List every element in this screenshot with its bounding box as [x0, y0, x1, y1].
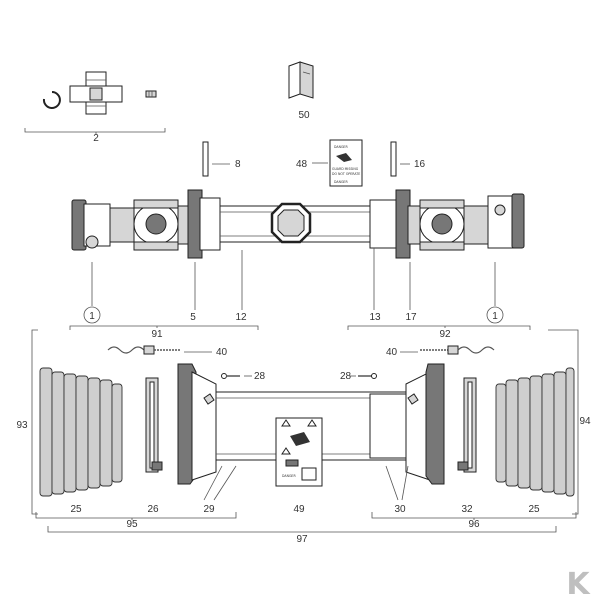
- safety-chain-right: [420, 345, 495, 355]
- label-40-left: 40: [216, 347, 228, 358]
- bracket-93: [31, 329, 38, 515]
- bearing-ring-right: [457, 377, 477, 473]
- bearing-ring-left: [145, 377, 163, 473]
- label-25-left: 25: [70, 504, 82, 515]
- callout-circle-left: [83, 306, 101, 324]
- label-12: 12: [235, 312, 247, 323]
- left-outer-yoke: [71, 199, 135, 251]
- label-25-right: 25: [528, 504, 540, 515]
- label-26: 26: [147, 504, 159, 515]
- warning-decal-49: DANGER: [275, 417, 323, 487]
- label-13: 13: [369, 312, 381, 323]
- label-8: 8: [235, 159, 241, 170]
- left-inner-yoke: [177, 189, 221, 259]
- bracket-94: [548, 329, 579, 515]
- label-17: 17: [405, 312, 417, 323]
- label-94: 94: [579, 416, 591, 427]
- screw-28-right: [358, 373, 377, 379]
- cross-journal: [69, 71, 123, 115]
- label-92: 92: [439, 329, 451, 340]
- label-97: 97: [296, 534, 308, 545]
- label-95: 95: [126, 519, 138, 530]
- label-1-left: 1: [89, 311, 95, 322]
- label-93: 93: [16, 420, 28, 431]
- warning-decal-48: DANGER GUARD MISSING DO NOT OPERATE DANG…: [329, 139, 363, 187]
- callout-circle-right: [486, 306, 504, 324]
- circlip: [42, 91, 61, 109]
- svg-text:DO NOT OPERATE: DO NOT OPERATE: [332, 172, 360, 176]
- label-30: 30: [394, 504, 406, 515]
- guard-cone-left: [177, 363, 217, 485]
- label-2: 2: [93, 133, 99, 144]
- label-50: 50: [298, 110, 310, 121]
- label-49: 49: [293, 504, 305, 515]
- screw-28-left: [221, 373, 240, 379]
- label-1-right: 1: [492, 311, 498, 322]
- bracket-97: [47, 526, 557, 533]
- label-40-right: 40: [386, 347, 398, 358]
- svg-text:DANGER: DANGER: [334, 180, 348, 184]
- left-cross-joint: [133, 199, 179, 251]
- label-29: 29: [203, 504, 215, 515]
- label-5: 5: [190, 312, 196, 323]
- svg-text:DANGER: DANGER: [334, 145, 348, 149]
- brand-logo: K: [566, 567, 591, 600]
- svg-text:GUARD MISSING: GUARD MISSING: [332, 167, 359, 171]
- bellows-cone-right: [495, 367, 575, 497]
- svg-text:DANGER: DANGER: [282, 474, 296, 478]
- label-91: 91: [151, 329, 163, 340]
- rod-16: [390, 141, 397, 177]
- label-28-right: 28: [340, 371, 352, 382]
- bellows-cone-left: [39, 367, 123, 497]
- bracket-91: [69, 325, 259, 330]
- label-16: 16: [414, 159, 426, 170]
- profile-section: [270, 202, 312, 244]
- bracket-2: [24, 128, 166, 133]
- bracket-92: [347, 325, 531, 330]
- right-inner-yoke: [369, 189, 421, 259]
- rod-8: [202, 141, 209, 177]
- instruction-manual: [288, 61, 314, 99]
- bracket-95: [35, 512, 237, 519]
- label-96: 96: [468, 519, 480, 530]
- label-28-left: 28: [254, 371, 266, 382]
- svg-text:K: K: [566, 567, 591, 600]
- right-outer-yoke: [463, 193, 525, 249]
- grease-nipple: [145, 90, 157, 98]
- guard-cone-right: [405, 363, 445, 485]
- label-32: 32: [461, 504, 473, 515]
- label-48: 48: [296, 159, 308, 170]
- safety-chain-left: [107, 345, 180, 355]
- right-cross-joint: [419, 199, 465, 251]
